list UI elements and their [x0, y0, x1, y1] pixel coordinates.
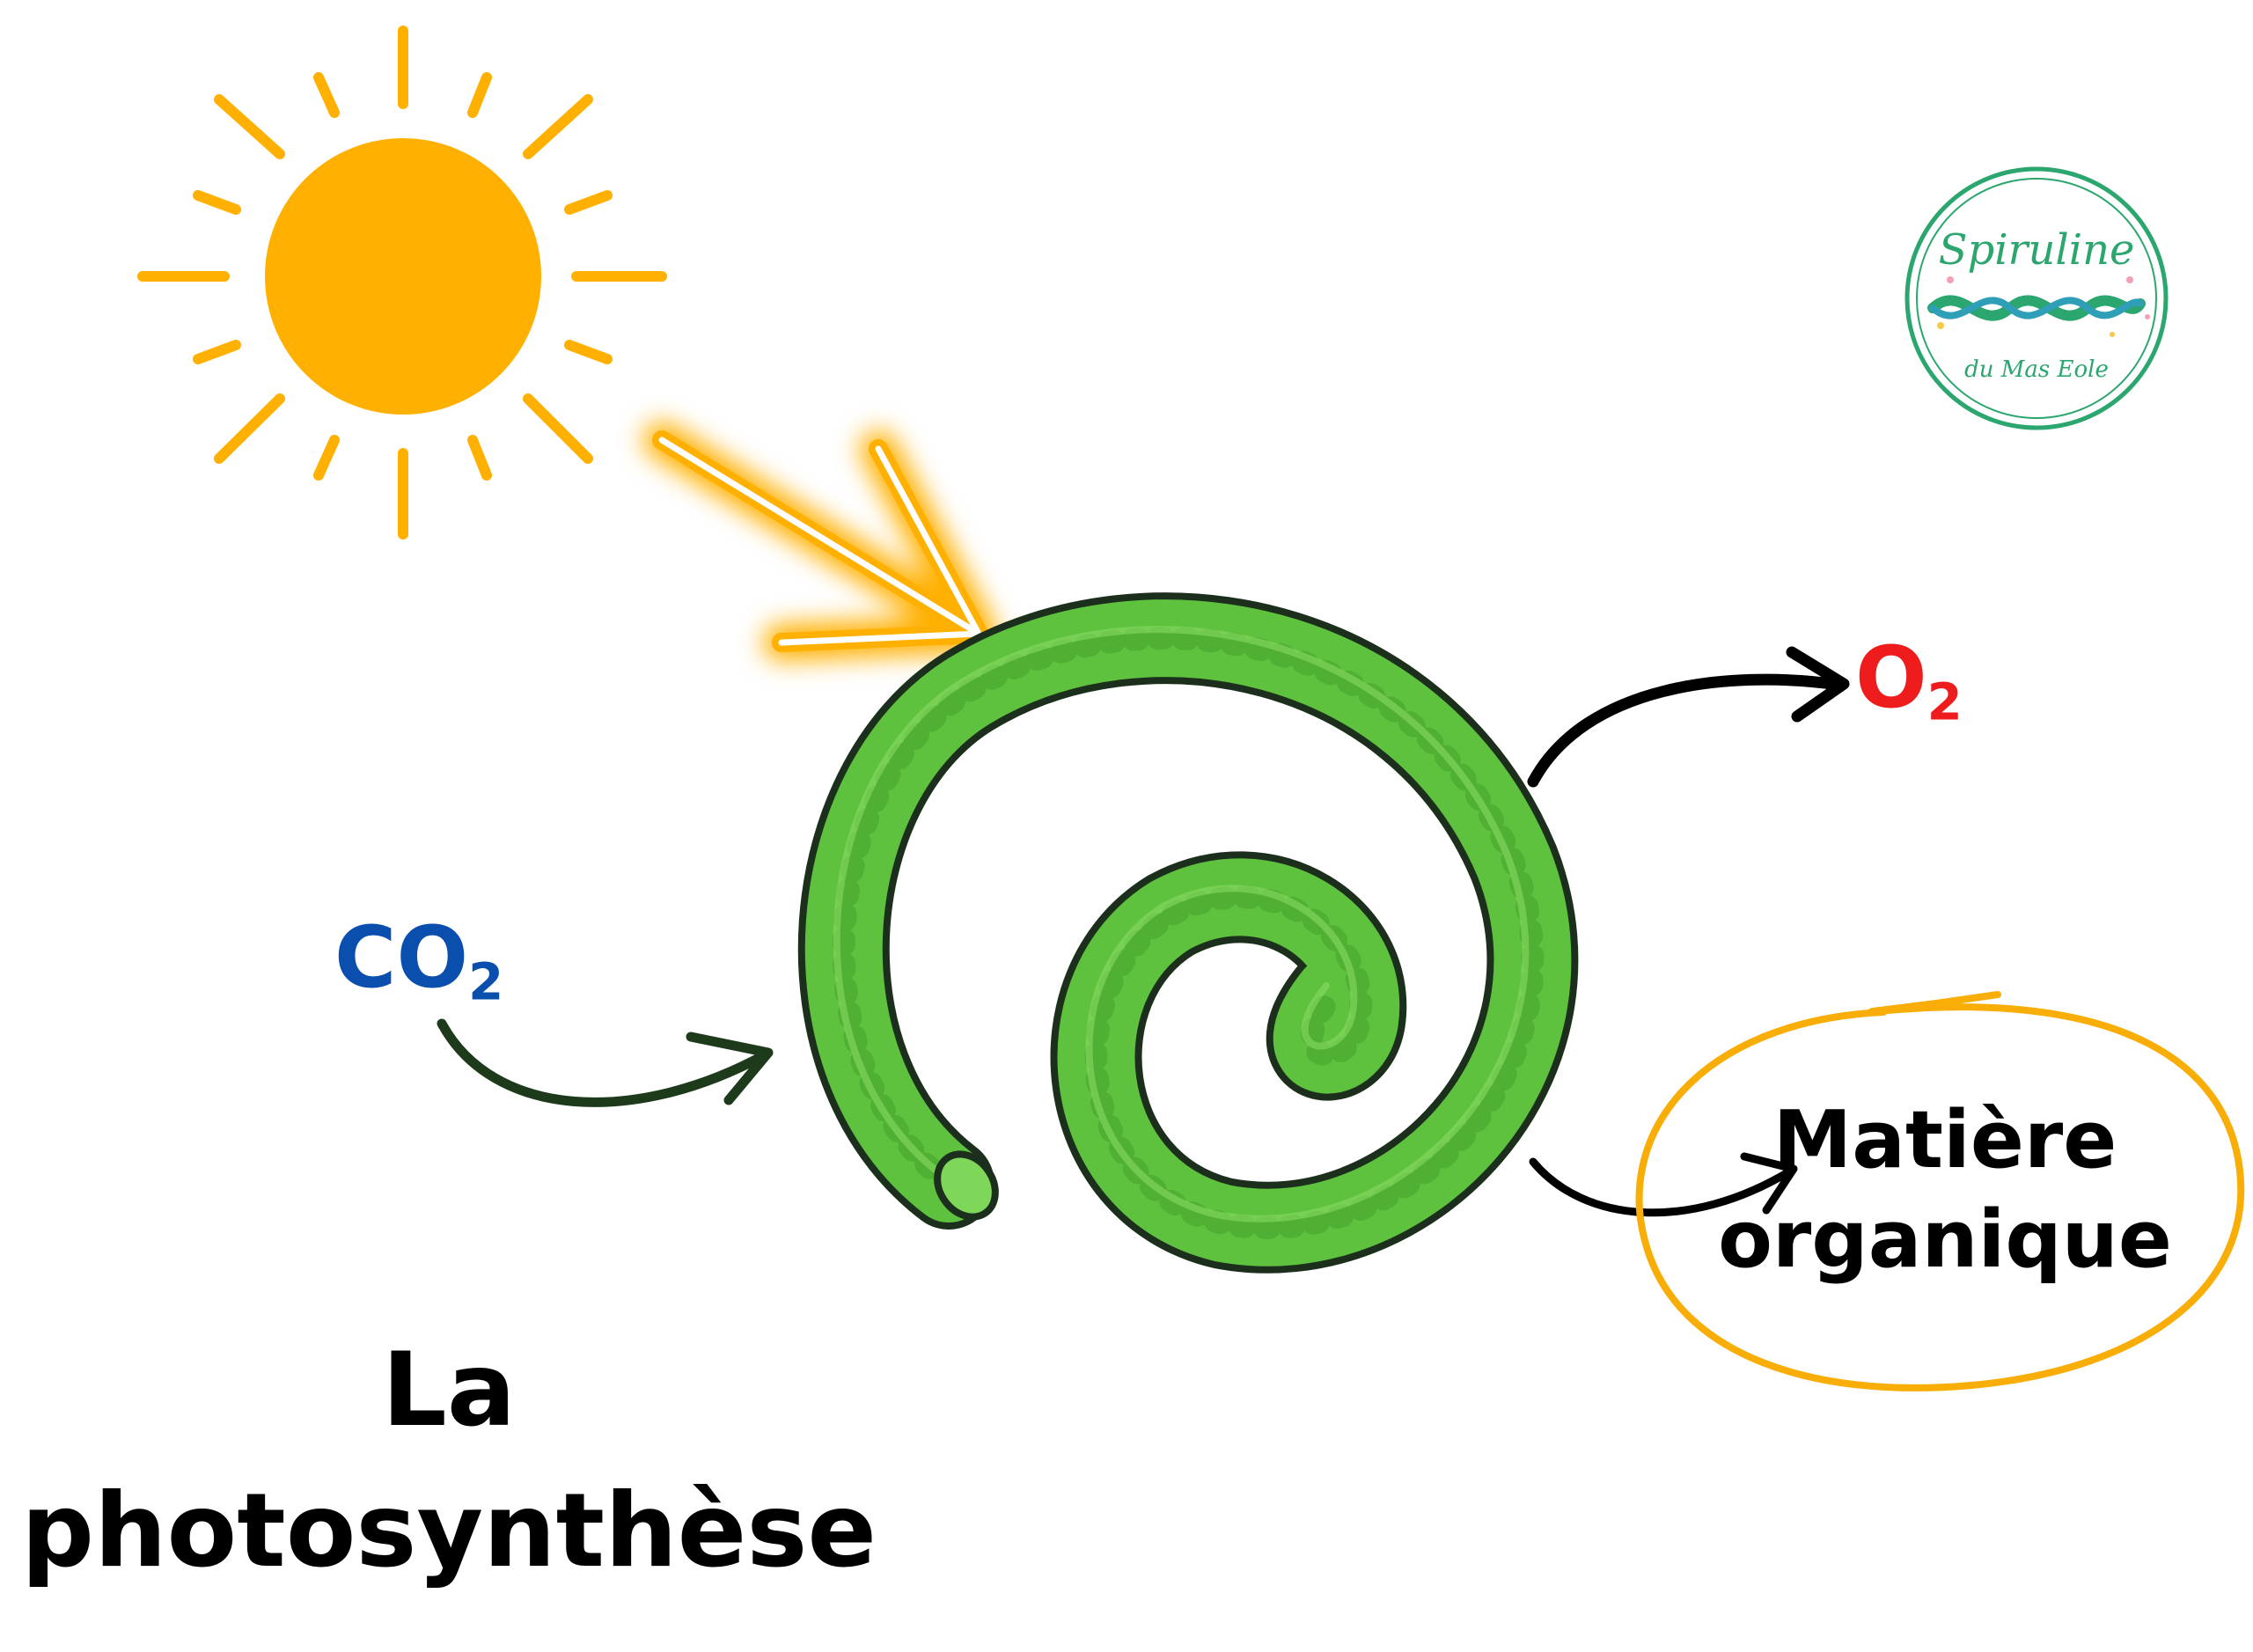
sun-icon [137, 26, 667, 540]
organic-matter-line1: Matière [1772, 1094, 2117, 1186]
o2-main: O [1855, 628, 1927, 727]
product-circle [1635, 991, 2245, 1391]
o2-label: O2 [1855, 635, 1963, 728]
sunlight-arrow-icon [643, 422, 997, 661]
spirulina-spiral-icon [797, 592, 1579, 1274]
co2-main: CO [334, 908, 469, 1007]
o2-subscript: 2 [1926, 672, 1963, 732]
co2-label: CO2 [334, 915, 503, 1008]
o2-output-arrow [1527, 646, 1850, 788]
logo-badge-icon: Spiruline du Mas Eole [1904, 166, 2169, 430]
logo-subtitle: du Mas Eole [1964, 356, 2109, 383]
title-line1: La [381, 1331, 517, 1450]
organic-matter-label: Matière organique [1637, 1091, 2253, 1289]
organic-matter-line2: organique [1718, 1193, 2172, 1286]
diagram-title: La photosynthèse [0, 1320, 898, 1602]
co2-input-arrow [437, 1018, 774, 1107]
co2-subscript: 2 [468, 952, 504, 1012]
title-line2: photosynthèse [20, 1472, 877, 1591]
logo-title: Spiruline [1939, 225, 2135, 275]
